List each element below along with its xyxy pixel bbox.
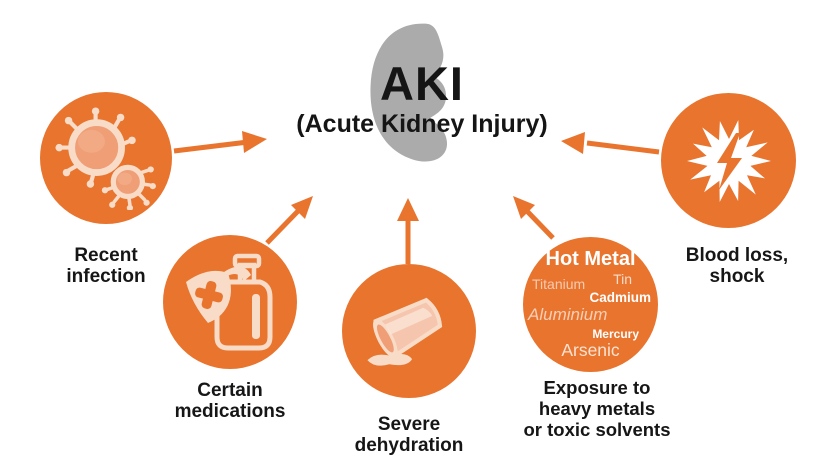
kidney-icon — [370, 23, 448, 162]
arrow-dehydration-to-aki — [397, 198, 419, 264]
spilled-cup-icon — [367, 297, 443, 366]
aki-subtitle: (Acute Kidney Injury) — [296, 110, 548, 138]
cause-circle-recent-infection — [40, 92, 172, 224]
word-arsenic: Arsenic — [561, 340, 620, 360]
label-recent-infection: Recent infection — [66, 245, 146, 287]
cause-circle-certain-medications — [163, 235, 297, 369]
aki-title: AKI — [380, 57, 464, 110]
word-cadmium: Cadmium — [589, 290, 651, 305]
word-tin: Tin — [613, 271, 632, 287]
arrow-medications-to-aki — [265, 196, 313, 245]
cause-circle-blood-loss — [661, 93, 796, 228]
word-aluminium: Aluminium — [528, 305, 608, 324]
virus-icon — [55, 107, 156, 210]
label-severe-dehydration: Severe dehydration — [354, 414, 464, 456]
arrow-infection-to-aki — [173, 131, 267, 154]
arrow-blood-loss-to-aki — [561, 132, 660, 155]
shock-burst-icon — [686, 119, 771, 202]
word-titanium: Titanium — [532, 276, 586, 292]
center-title-block: AKI (Acute Kidney Injury) — [252, 60, 592, 137]
label-certain-medications: Certain medications — [174, 380, 286, 422]
arrow-heavy-metals-to-aki — [513, 196, 555, 240]
cause-circle-severe-dehydration — [342, 264, 476, 398]
word-cloud-heading: Hot Metal — [545, 248, 636, 270]
word-mercury: Mercury — [592, 327, 639, 341]
medicine-bottle-icon — [186, 253, 273, 351]
label-heavy-metals: Exposure to heavy metals or toxic solven… — [523, 377, 671, 440]
label-blood-loss: Blood loss, shock — [685, 245, 789, 287]
cause-circle-heavy-metals: Hot Metal Titanium Tin Cadmium Aluminium… — [523, 237, 658, 372]
metal-word-cloud: Hot Metal Titanium Tin Cadmium Aluminium… — [523, 237, 658, 372]
